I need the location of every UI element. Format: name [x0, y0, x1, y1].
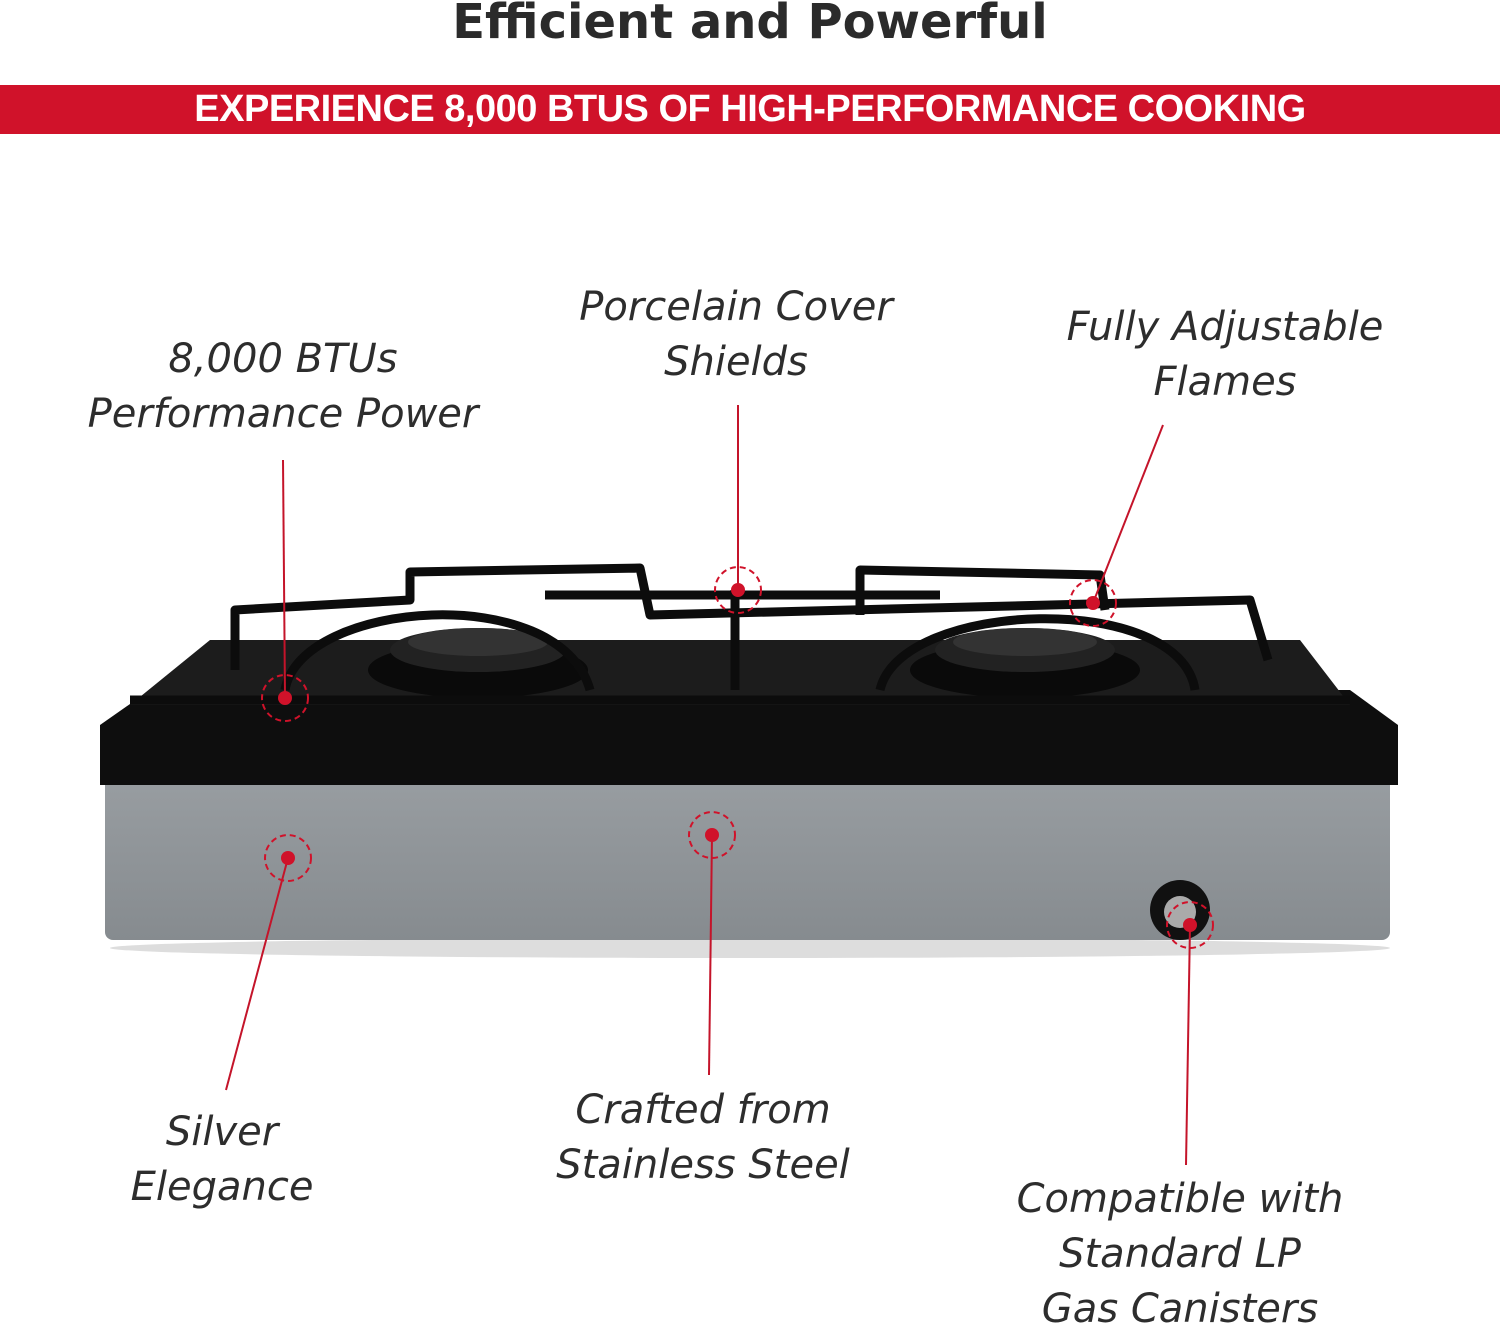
callout-flames: Fully Adjustable Flames — [1067, 300, 1384, 410]
callout-steel: Crafted from Stainless Steel — [556, 1083, 850, 1193]
callout-line: Standard LP — [1059, 1231, 1301, 1277]
callout-silver: Silver Elegance — [131, 1105, 314, 1215]
marker-dot — [688, 811, 736, 859]
callout-lp: Compatible with Standard LP Gas Canister… — [1017, 1172, 1344, 1337]
marker-dot — [714, 566, 762, 614]
stove-body — [105, 760, 1390, 940]
leader-lines — [225, 405, 1191, 1166]
callout-porcelain: Porcelain Cover Shields — [579, 280, 893, 390]
stove-rim — [100, 690, 1398, 785]
callout-line: Gas Canisters — [1041, 1286, 1319, 1332]
callout-line: Fully Adjustable — [1066, 304, 1384, 350]
gas-inlet — [1150, 880, 1210, 940]
callout-line: Elegance — [130, 1164, 314, 1210]
marker-dot — [261, 674, 309, 722]
burner-left — [368, 628, 588, 698]
banner: EXPERIENCE 8,000 BTUS OF HIGH-PERFORMANC… — [0, 85, 1500, 134]
callout-line: Crafted from — [575, 1087, 831, 1133]
callout-line: Performance Power — [87, 391, 479, 437]
callout-line: Silver — [165, 1109, 279, 1155]
marker-dot — [264, 834, 312, 882]
callout-btu: 8,000 BTUs Performance Power — [88, 332, 479, 442]
shadow — [110, 938, 1390, 958]
callout-markers — [261, 566, 1214, 949]
callout-line: Compatible with — [1016, 1176, 1344, 1222]
callout-line: 8,000 BTUs — [168, 336, 398, 382]
marker-dot — [1069, 579, 1117, 627]
callout-line: Porcelain Cover — [579, 284, 893, 330]
callout-line: Flames — [1153, 359, 1297, 405]
callout-line: Stainless Steel — [556, 1142, 850, 1188]
marker-dot — [1166, 901, 1214, 949]
callout-line: Shields — [664, 339, 808, 385]
grates — [130, 563, 1350, 705]
page-title: Efficient and Powerful — [452, 0, 1048, 50]
burner-right — [910, 628, 1140, 698]
